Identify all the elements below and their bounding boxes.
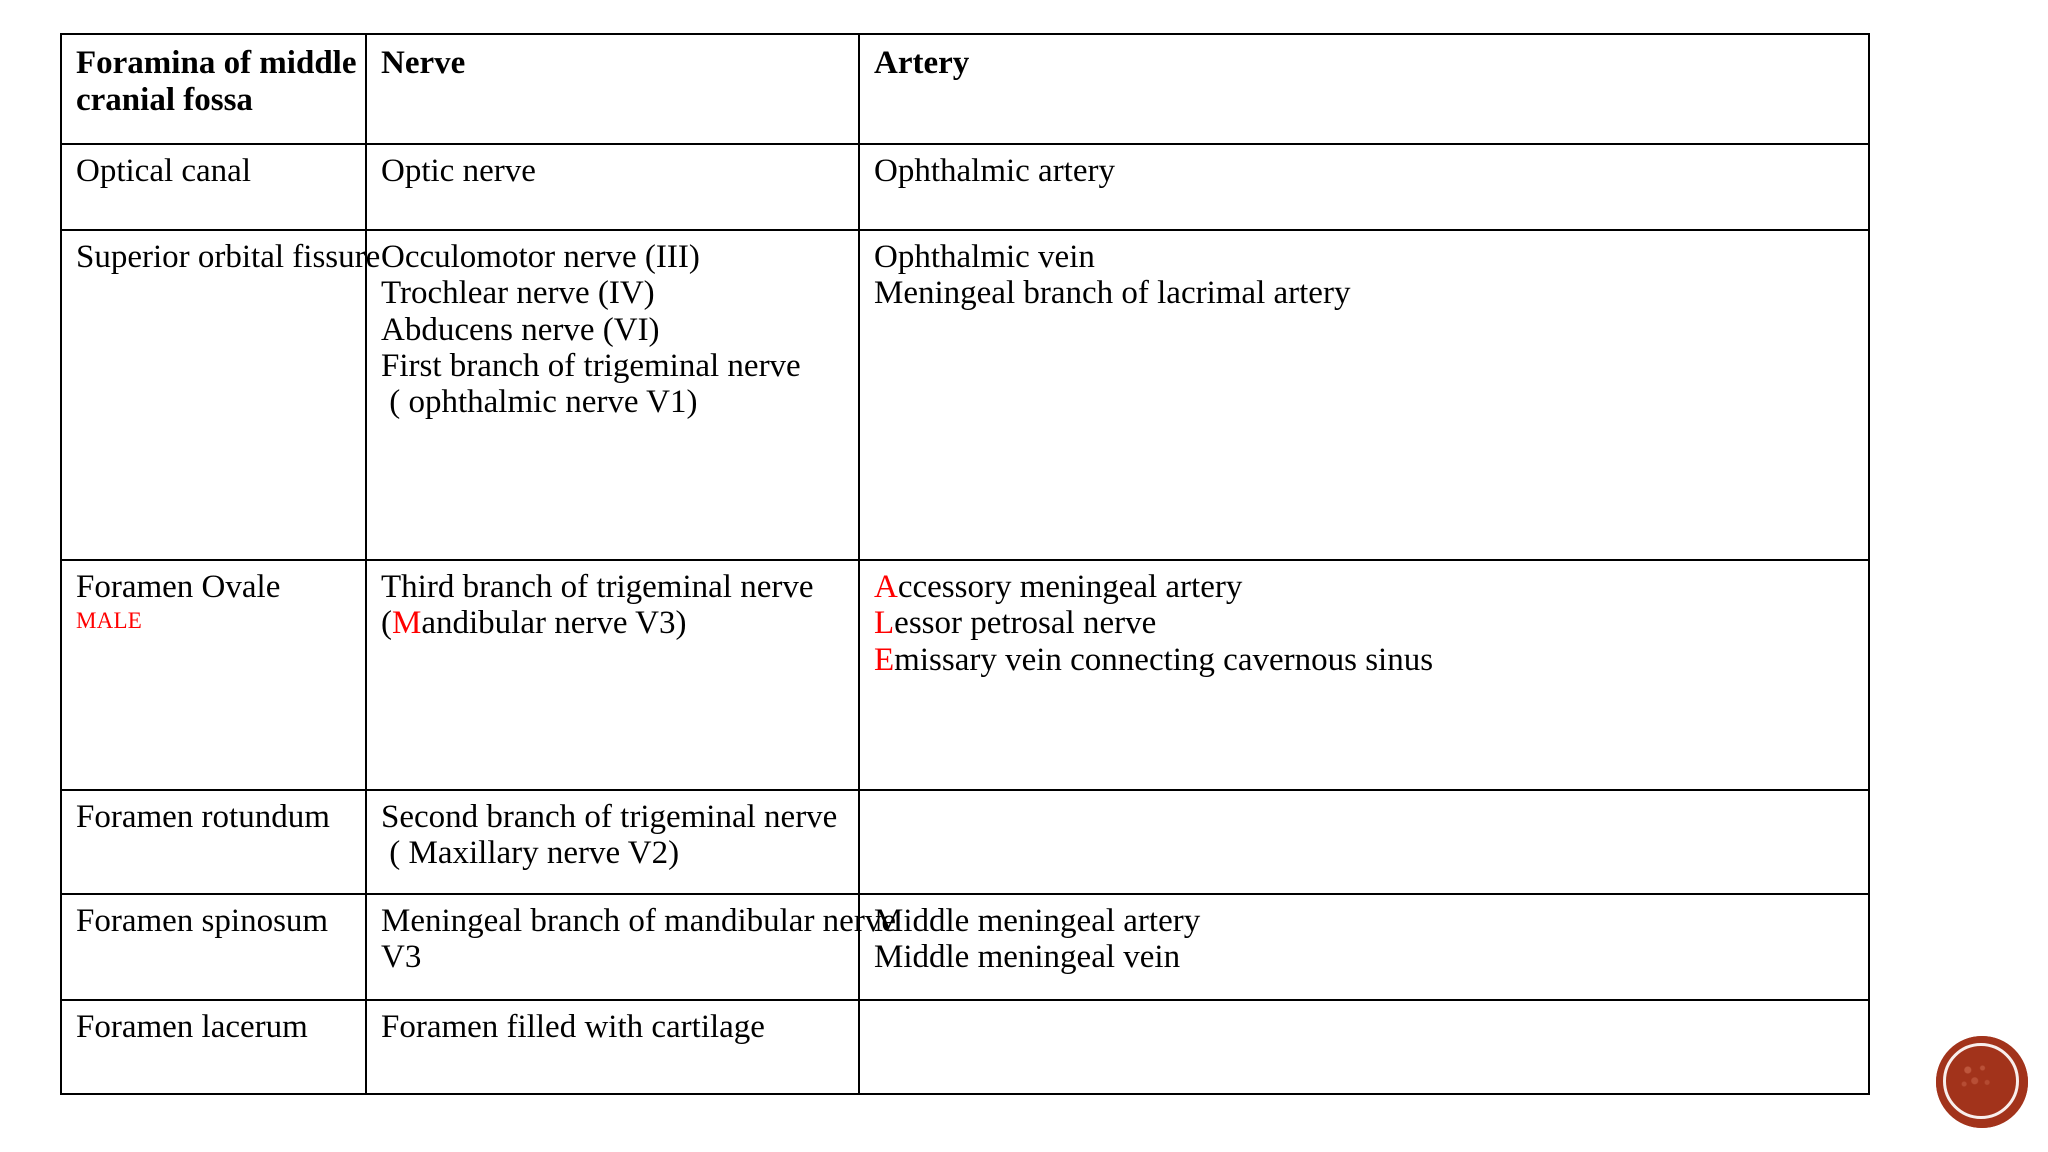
- table-row: Foramen spinosum Meningeal branch of man…: [60, 893, 1870, 1001]
- table-body: Optical canal Optic nerve Ophthalmic art…: [60, 143, 1870, 1095]
- nerve-line: ( Maxillary nerve V2): [381, 835, 680, 872]
- nerve-line: Trochlear nerve (IV): [381, 275, 655, 312]
- nerve-line: Optic nerve: [381, 153, 536, 189]
- foramen-name: Foramen spinosum: [76, 903, 329, 939]
- table-row: Optical canal Optic nerve Ophthalmic art…: [60, 143, 1870, 231]
- column-header-foramina: Foramina of middle cranial fossa: [60, 33, 367, 145]
- foramen-name: Foramen rotundum: [76, 799, 330, 835]
- nerve-line: Occulomotor nerve (III): [381, 239, 700, 275]
- cell-artery-foramen-lacerum: [858, 999, 1870, 1095]
- nerve-line: V3: [381, 939, 422, 976]
- cell-nerve-foramen-lacerum: Foramen filled with cartilage: [365, 999, 860, 1095]
- column-header-foramina-line2: cranial fossa: [76, 81, 253, 118]
- nerve-line: ( ophthalmic nerve V1): [381, 384, 698, 421]
- nerve-line: Abducens nerve (VI): [381, 311, 660, 348]
- cell-foramen-lacerum: Foramen lacerum: [60, 999, 367, 1095]
- cell-foramen-superior-orbital-fissure: Superior orbital fissure: [60, 229, 381, 561]
- mnemonic-letter-m: M: [392, 605, 422, 642]
- cell-nerve-foramen-spinosum: Meningeal branch of mandibular nerve V3: [365, 893, 896, 1001]
- cell-nerve-superior-orbital-fissure: Occulomotor nerve (III) Trochlear nerve …: [365, 229, 860, 561]
- artery-line-rest: ccessory meningeal artery: [897, 569, 1243, 605]
- artery-line: Ophthalmic vein: [874, 239, 1095, 275]
- nerve-line: Second branch of trigeminal nerve: [381, 799, 838, 835]
- foramen-name: Optical canal: [76, 153, 251, 189]
- paren-open: (: [381, 605, 392, 642]
- column-header-artery: Artery: [858, 33, 1870, 145]
- cell-foramen-optical-canal: Optical canal: [60, 143, 367, 231]
- artery-line-rest: missary vein connecting cavernous sinus: [894, 641, 1434, 678]
- cell-artery-foramen-ovale: Accessory meningeal artery Lessor petros…: [858, 559, 1870, 791]
- artery-line-emissary: Emissary vein connecting cavernous sinus: [874, 642, 1856, 678]
- table-row: Superior orbital fissure Occulomotor ner…: [60, 229, 1870, 561]
- seal-logo-icon: [1936, 1036, 2028, 1128]
- column-header-foramina-line1: Foramina of middle: [76, 45, 357, 81]
- nerve-line: Foramen filled with cartilage: [381, 1009, 765, 1045]
- mnemonic-letter-e: E: [874, 641, 895, 678]
- cell-foramen-spinosum: Foramen spinosum: [60, 893, 367, 1001]
- table-header-row: Foramina of middle cranial fossa Nerve A…: [60, 33, 1870, 145]
- table-row: Foramen lacerum Foramen filled with cart…: [60, 999, 1870, 1095]
- mnemonic-letter-l: L: [874, 605, 895, 642]
- cell-artery-foramen-spinosum: Middle meningeal artery Middle meningeal…: [858, 893, 1870, 1001]
- artery-line: Middle meningeal artery: [874, 903, 1201, 939]
- cell-artery-optical-canal: Ophthalmic artery: [858, 143, 1870, 231]
- artery-line-accessory: Accessory meningeal artery: [874, 569, 1856, 605]
- foramina-table: Foramina of middle cranial fossa Nerve A…: [60, 33, 1870, 1095]
- cell-nerve-foramen-rotundum: Second branch of trigeminal nerve ( Maxi…: [365, 789, 860, 895]
- cell-artery-superior-orbital-fissure: Ophthalmic vein Meningeal branch of lacr…: [858, 229, 1870, 561]
- foramina-table-container: Foramina of middle cranial fossa Nerve A…: [60, 33, 1870, 1095]
- nerve-line-mandibular: (Mandibular nerve V3): [381, 605, 846, 641]
- cell-nerve-optical-canal: Optic nerve: [365, 143, 860, 231]
- nerve-line: Meningeal branch of mandibular nerve: [381, 903, 896, 939]
- cell-foramen-rotundum: Foramen rotundum: [60, 789, 367, 895]
- artery-line-rest: essor petrosal nerve: [894, 605, 1157, 642]
- cell-artery-foramen-rotundum: [858, 789, 1870, 895]
- mnemonic-male: MALE: [76, 608, 142, 634]
- mnemonic-letter-a: A: [874, 569, 898, 605]
- nerve-line: Third branch of trigeminal nerve: [381, 569, 814, 605]
- column-header-nerve: Nerve: [365, 33, 860, 145]
- artery-line: Meningeal branch of lacrimal artery: [874, 275, 1351, 312]
- foramen-name: Foramen lacerum: [76, 1009, 308, 1045]
- artery-line-lessor: Lessor petrosal nerve: [874, 605, 1856, 641]
- table-header: Foramina of middle cranial fossa Nerve A…: [60, 33, 1870, 145]
- table-row: Foramen rotundum Second branch of trigem…: [60, 789, 1870, 895]
- seal-ring: [1943, 1043, 2019, 1119]
- cell-foramen-ovale: Foramen Ovale MALE: [60, 559, 367, 791]
- foramen-name: Superior orbital fissure: [76, 239, 381, 275]
- artery-line: Ophthalmic artery: [874, 153, 1115, 189]
- nerve-line-rest: andibular nerve V3): [421, 605, 687, 642]
- cell-nerve-foramen-ovale: Third branch of trigeminal nerve (Mandib…: [365, 559, 860, 791]
- table-row: Foramen Ovale MALE Third branch of trige…: [60, 559, 1870, 791]
- nerve-line: First branch of trigeminal nerve: [381, 347, 801, 384]
- foramen-name: Foramen Ovale: [76, 569, 281, 605]
- artery-line: Middle meningeal vein: [874, 939, 1181, 976]
